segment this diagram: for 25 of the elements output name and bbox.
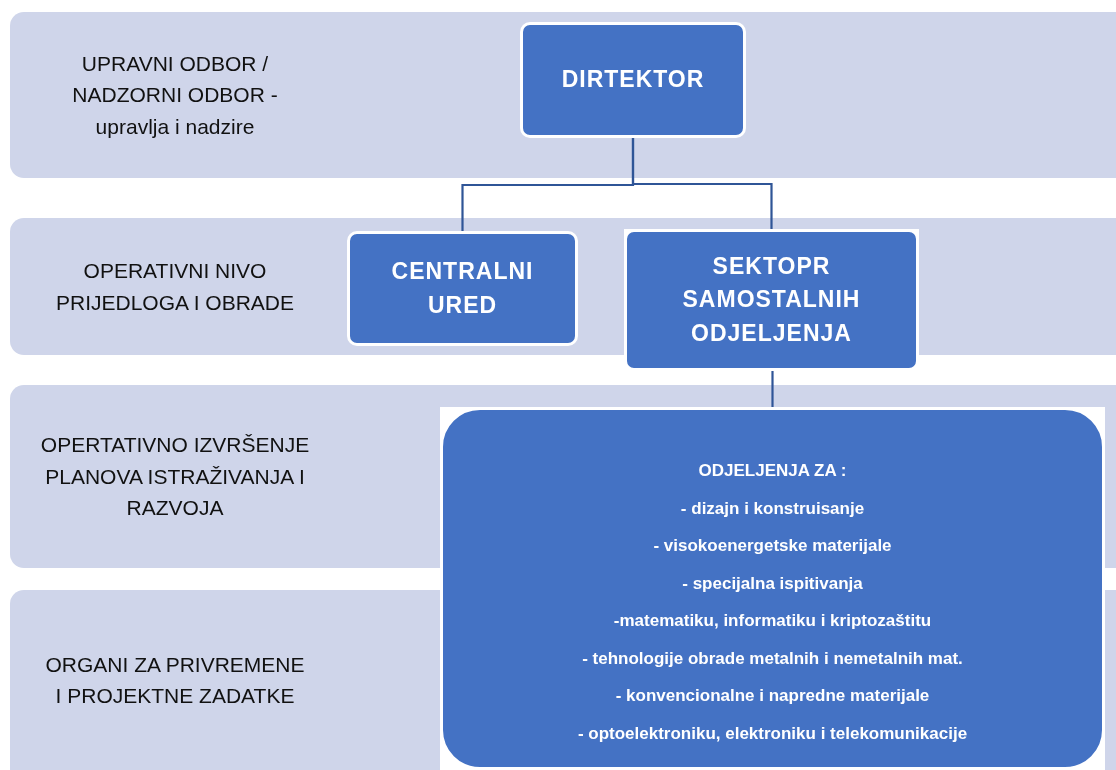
- department-item: - specijalna ispitivanja: [682, 572, 863, 595]
- department-item: -matematiku, informatiku i kriptozaštitu: [613, 610, 932, 632]
- unit-box: [624, 229, 919, 371]
- level-label: OPERTATIVNO IZVRŠENJE PLANOVA ISTRAŽIVANJA I RAZVOJA: [40, 432, 310, 522]
- level-band: [10, 385, 440, 568]
- department-item: - dizajn i konstruisanje: [680, 497, 865, 520]
- unit-title: DIRTEKTOR: [560, 65, 706, 95]
- level-label: UPRAVNI ODBOR / NADZORNI ODBOR - upravlja i nadzire: [71, 50, 279, 140]
- level-band: [10, 218, 624, 355]
- level-band: [10, 590, 440, 770]
- unit-title: CENTRALNI URED: [390, 257, 535, 320]
- unit-title: ODJELJENJA ZA :: [698, 460, 847, 482]
- connector-line: [771, 371, 774, 407]
- level-label: ORGANI ZA PRIVREMENE I PROJEKTNE ZADATKE: [44, 651, 306, 709]
- level-band: [10, 12, 1116, 178]
- unit-title: SEKTOPR SAMOSTALNIH ODJELJENJA: [681, 252, 862, 348]
- unit-box: [440, 407, 1105, 770]
- unit-box: [347, 231, 578, 346]
- connector-line: [631, 138, 773, 229]
- level-label: OPERATIVNI NIVO PRIJEDLOGA I OBRADE: [54, 258, 296, 316]
- department-item: - optoelektroniku, elektroniku i telekomunikacije: [577, 722, 968, 745]
- department-item: - visokoenergetske materijale: [653, 535, 892, 557]
- unit-box: [520, 22, 746, 138]
- department-item: - tehnologije obrade metalnih i nemetalnih mat.: [582, 647, 963, 670]
- department-item: - konvencionalne i napredne materijale: [615, 685, 930, 707]
